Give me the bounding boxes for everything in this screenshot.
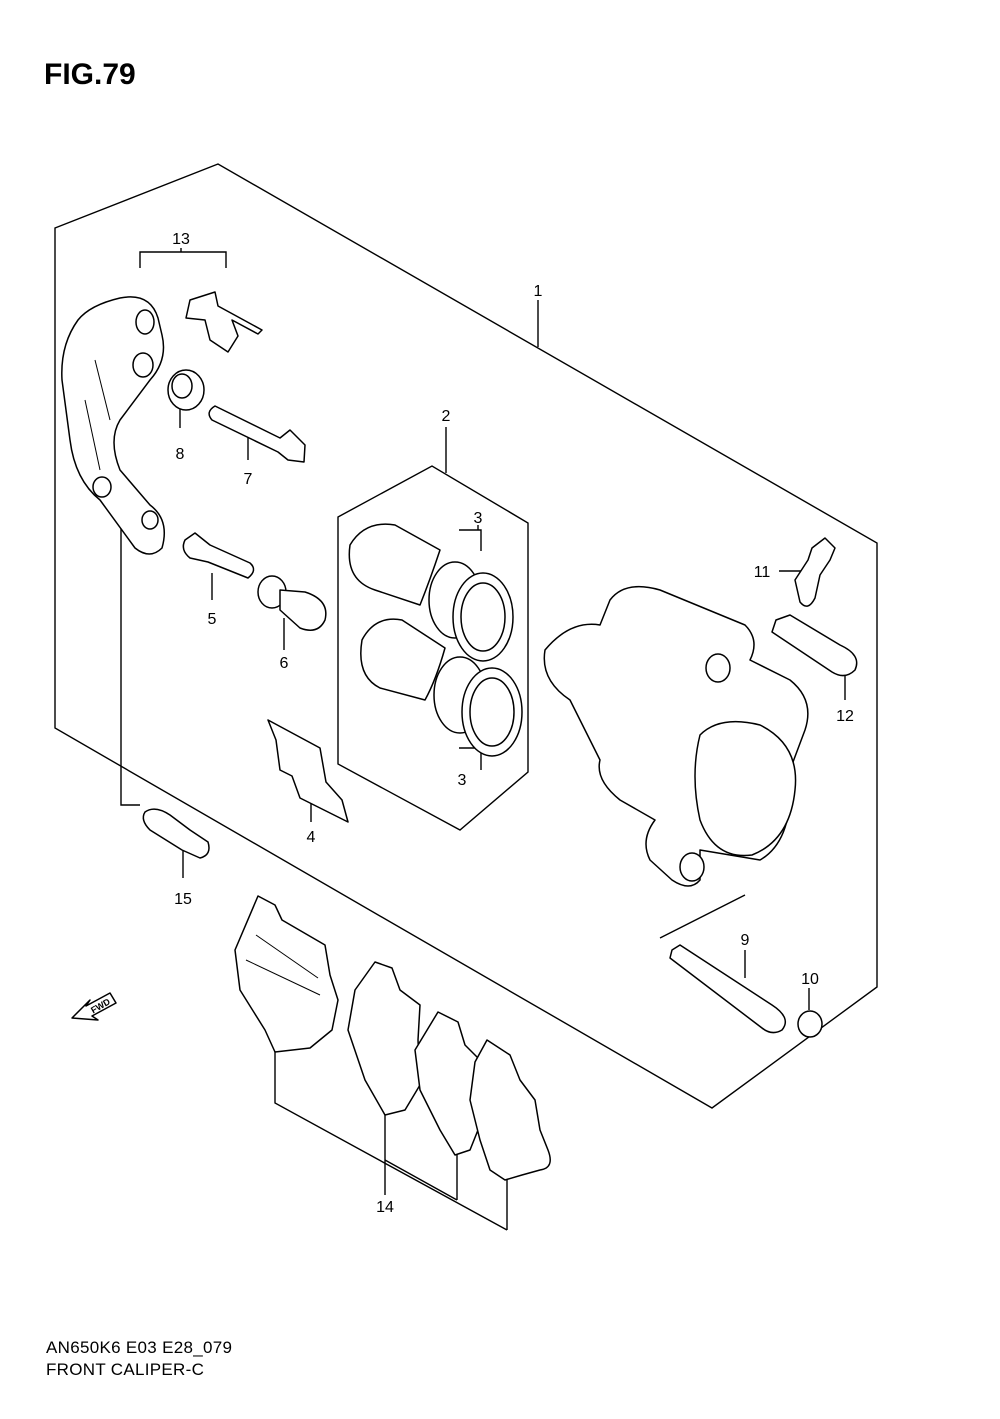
callout-8: 8 — [176, 446, 185, 463]
diagram-caption: FRONT CALIPER-C — [46, 1360, 205, 1379]
callout-6: 6 — [280, 655, 289, 672]
callout-5: 5 — [208, 611, 217, 628]
callout-7: 7 — [244, 471, 253, 488]
caliper-bracket — [61, 296, 165, 555]
callout-9: 9 — [741, 932, 750, 949]
piston-kit-outline — [337, 465, 529, 831]
pad-pin-and-plug — [669, 944, 823, 1038]
callout-2: 2 — [442, 408, 451, 425]
callout-12: 12 — [836, 708, 854, 725]
brake-pads — [234, 895, 551, 1181]
boot — [167, 369, 205, 411]
slide-pin — [208, 405, 306, 463]
model-code: AN650K6 E03 E28_079 — [46, 1338, 233, 1357]
callout-10: 10 — [801, 971, 819, 988]
figure-title: FIG.79 — [44, 58, 136, 91]
pad-spring — [185, 291, 263, 353]
forward-direction-arrow: FWD — [71, 992, 117, 1021]
pad-retainer — [267, 719, 349, 823]
callout-3-upper: 3 — [474, 510, 483, 527]
callout-4: 4 — [307, 829, 316, 846]
callout-1: 1 — [534, 283, 543, 300]
callout-3-lower: 3 — [458, 772, 467, 789]
pin-boot — [257, 575, 327, 631]
callout-14: 14 — [376, 1199, 394, 1216]
callout-labels: 1 2 3 3 4 5 6 7 8 9 10 11 12 13 14 15 — [172, 231, 854, 1216]
callout-13: 13 — [172, 231, 190, 248]
caliper-body — [543, 585, 809, 887]
bleeder-cap-plate — [771, 614, 858, 677]
slide-pin-lower — [182, 532, 255, 579]
assembly-outline — [54, 163, 878, 1109]
pistons-and-seals — [348, 523, 523, 757]
bleeder-valve — [794, 537, 836, 607]
callout-11: 11 — [754, 564, 771, 581]
mounting-bolt — [142, 808, 210, 859]
callout-15: 15 — [174, 891, 192, 908]
